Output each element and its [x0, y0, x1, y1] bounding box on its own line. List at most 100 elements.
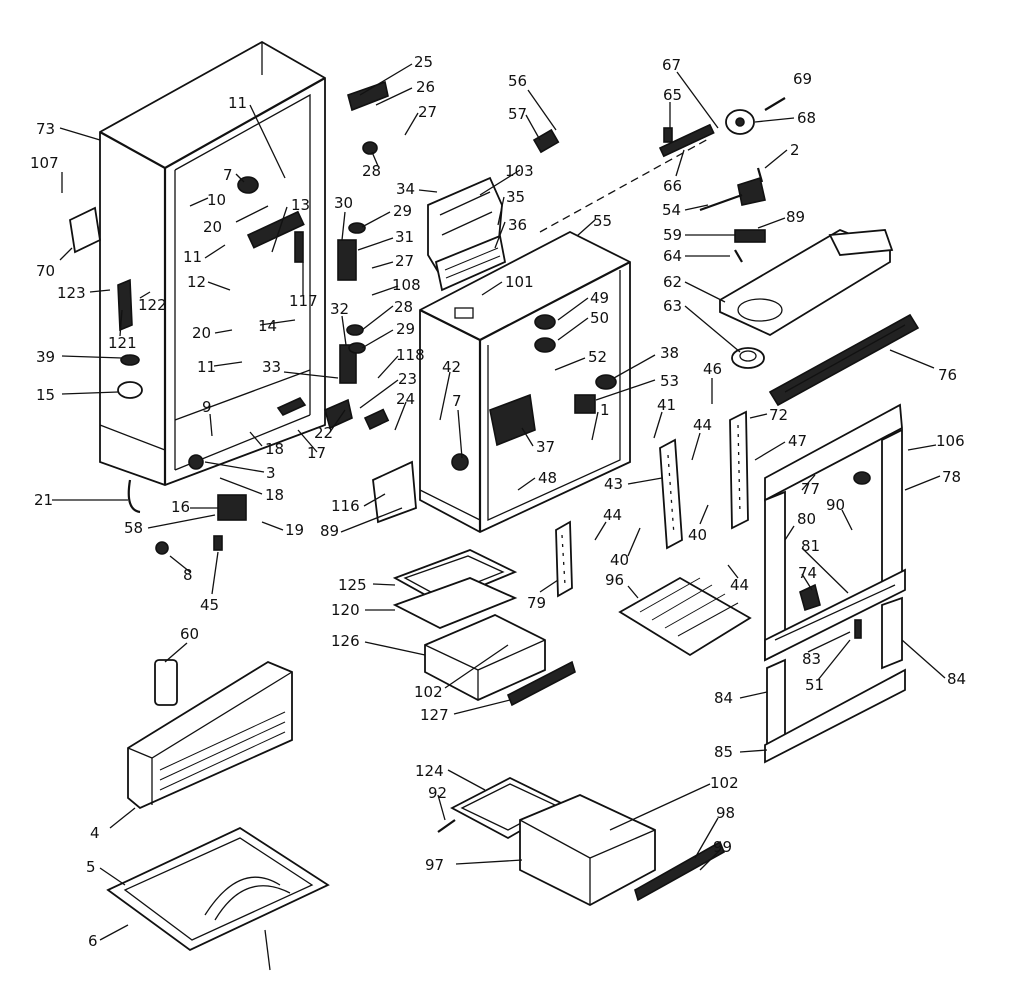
- freezer-liner: [419, 230, 631, 534]
- part-label: 18: [265, 486, 284, 504]
- part-label: 107: [30, 154, 59, 172]
- part-label: 117: [289, 292, 318, 310]
- part-label: 69: [793, 70, 812, 88]
- part-label: 47: [788, 432, 807, 450]
- part-label: 37: [536, 438, 555, 456]
- part-label: 108: [392, 276, 421, 294]
- part-label: 28: [394, 298, 413, 316]
- part-label: 28: [362, 162, 381, 180]
- part-label: 39: [36, 348, 55, 366]
- part-label: 8: [183, 566, 193, 584]
- part-label: 76: [938, 366, 957, 384]
- part-label: 11: [228, 94, 247, 112]
- part-label: 122: [138, 296, 167, 314]
- part-label: 63: [663, 297, 682, 315]
- part-label: 11: [197, 358, 216, 376]
- part-label: 89: [320, 522, 339, 540]
- part-label: 13: [291, 196, 310, 214]
- part-label: 20: [203, 218, 222, 236]
- part-label: 81: [801, 537, 820, 555]
- part-label: 44: [693, 416, 712, 434]
- part-label: 40: [610, 551, 629, 569]
- part-label: 24: [396, 390, 415, 408]
- part-label: 14: [258, 317, 277, 335]
- upper-glass-shelf: [392, 549, 518, 629]
- part-label: 125: [338, 576, 367, 594]
- toe-grille: [127, 659, 293, 810]
- part-label: 74: [798, 564, 817, 582]
- part-label: 54: [662, 201, 681, 219]
- part-label: 42: [442, 358, 461, 376]
- part-label: 64: [663, 247, 682, 265]
- part-label: 7: [223, 166, 233, 184]
- part-label: 56: [508, 72, 527, 90]
- part-label: 123: [57, 284, 86, 302]
- part-label: 51: [805, 676, 824, 694]
- part-label: 38: [660, 344, 679, 362]
- part-label: 70: [36, 262, 55, 280]
- part-label: 101: [505, 273, 534, 291]
- part-label: 2: [790, 141, 800, 159]
- part-label: 99: [713, 838, 732, 856]
- part-label: 77: [801, 480, 820, 498]
- part-label: 55: [593, 212, 612, 230]
- part-label: 20: [192, 324, 211, 342]
- part-label: 17: [307, 444, 326, 462]
- small-hardware: [69, 80, 871, 639]
- evaporator-cover: [427, 176, 507, 292]
- part-label: 66: [663, 177, 682, 195]
- part-label: 120: [331, 601, 360, 619]
- assembly-axis: [539, 137, 711, 233]
- part-label: 79: [527, 594, 546, 612]
- part-label: 16: [171, 498, 190, 516]
- part-label: 27: [418, 103, 437, 121]
- wire-shelf: [618, 576, 752, 657]
- part-label: 30: [334, 194, 353, 212]
- part-label: 102: [414, 683, 443, 701]
- drain-pan: [106, 826, 330, 971]
- part-label: 40: [688, 526, 707, 544]
- control-parts: [658, 97, 894, 369]
- part-label: 43: [604, 475, 623, 493]
- part-label: 44: [603, 506, 622, 524]
- part-label: 97: [425, 856, 444, 874]
- part-label: 65: [663, 86, 682, 104]
- part-label: 84: [947, 670, 966, 688]
- part-label: 22: [314, 424, 333, 442]
- part-label: 92: [428, 784, 447, 802]
- part-label: 126: [331, 632, 360, 650]
- part-label: 53: [660, 372, 679, 390]
- part-label: 118: [396, 346, 425, 364]
- cabinet-shell: [99, 40, 326, 486]
- part-label: 5: [86, 858, 96, 876]
- part-label: 35: [506, 188, 525, 206]
- part-label: 57: [508, 105, 527, 123]
- part-label: 60: [180, 625, 199, 643]
- part-label: 4: [90, 824, 100, 842]
- part-label: 33: [262, 358, 281, 376]
- part-label: 121: [108, 334, 137, 352]
- part-label: 127: [420, 706, 449, 724]
- part-label: 29: [393, 202, 412, 220]
- part-label: 32: [330, 300, 349, 318]
- ladder-supports: [555, 410, 749, 598]
- door-frame: [764, 403, 906, 764]
- part-label: 89: [786, 208, 805, 226]
- part-label: 98: [716, 804, 735, 822]
- part-label: 106: [936, 432, 965, 450]
- part-label: 67: [662, 56, 681, 74]
- part-label: 9: [202, 398, 212, 416]
- part-label: 46: [703, 360, 722, 378]
- part-label: 78: [942, 468, 961, 486]
- part-label: 62: [663, 273, 682, 291]
- callout-labels: 25 26 27 11 73 107 7 10 20 13 11 12 70 1…: [30, 53, 966, 950]
- lower-shelf-and-crisper: [437, 776, 726, 907]
- part-label: 25: [414, 53, 433, 71]
- part-label: 36: [508, 216, 527, 234]
- part-label: 41: [657, 396, 676, 414]
- part-label: 59: [663, 226, 682, 244]
- part-label: 96: [605, 571, 624, 589]
- part-label: 68: [797, 109, 816, 127]
